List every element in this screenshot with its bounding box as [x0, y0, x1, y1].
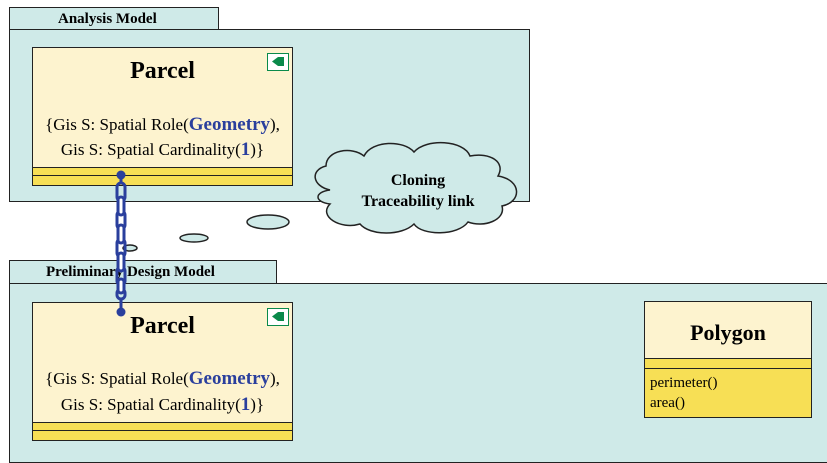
design-package-name: Preliminary Design Model [46, 264, 215, 280]
chain-link-icon [115, 237, 127, 259]
analysis-parcel-operations [33, 175, 292, 185]
design-parcel-tag-role: {Gis S: Spatial Role(Geometry), [45, 368, 280, 389]
design-parcel-operations [33, 430, 292, 440]
analysis-parcel-attributes [33, 167, 292, 175]
analysis-parcel-class[interactable]: Parcel {Gis S: Spatial Role(Geometry), G… [32, 47, 293, 186]
analysis-parcel-tag-cardinality: Gis S: Spatial Cardinality(1)} [60, 139, 265, 160]
design-parcel-name: Parcel [130, 313, 195, 339]
polygon-attributes [645, 358, 811, 368]
thought-bubble [122, 244, 138, 252]
chain-link-icon [116, 223, 126, 245]
analysis-package-tab[interactable]: Analysis Model [9, 7, 219, 30]
analysis-parcel-tag-role: {Gis S: Spatial Role(Geometry), [45, 114, 280, 135]
polygon-name: Polygon [690, 320, 766, 345]
polygon-operation: perimeter() [650, 375, 718, 391]
design-parcel-attributes [33, 422, 292, 430]
design-package-tab[interactable]: Preliminary Design Model [9, 260, 277, 284]
polygon-class[interactable]: Polygon perimeter() area() [644, 301, 812, 418]
thought-bubble [246, 214, 290, 230]
stereotype-flag-icon [267, 308, 289, 326]
chain-link-icon [115, 209, 127, 231]
design-parcel-class[interactable]: Parcel {Gis S: Spatial Role(Geometry), G… [32, 302, 293, 441]
trace-note-text: Cloning Traceability link [330, 170, 506, 212]
polygon-operation: area() [650, 395, 685, 411]
polygon-operations: perimeter() area() [645, 368, 811, 417]
design-parcel-tag-cardinality: Gis S: Spatial Cardinality(1)} [60, 394, 265, 415]
thought-bubble [179, 233, 209, 243]
analysis-parcel-name: Parcel [130, 58, 195, 84]
trace-note-line2: Traceability link [361, 193, 475, 210]
analysis-package-name: Analysis Model [58, 10, 157, 27]
stereotype-flag-icon [267, 53, 289, 71]
trace-note-line1: Cloning [390, 172, 446, 189]
